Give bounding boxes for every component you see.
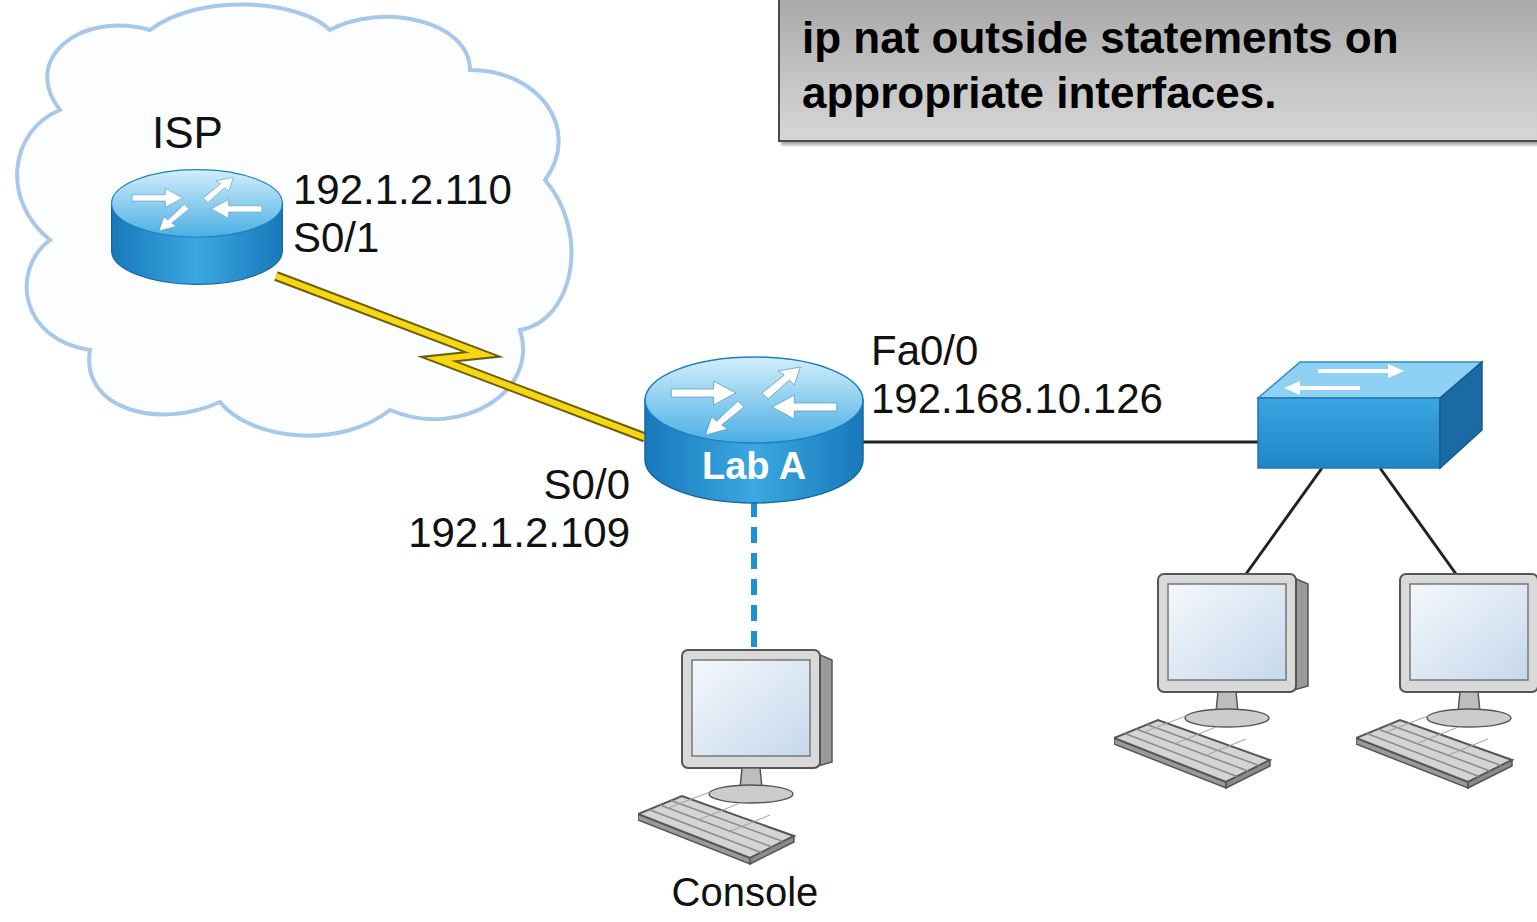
- host-pc: [1114, 574, 1308, 788]
- ethernet-link: [862, 441, 1258, 444]
- console-station: Console: [630, 646, 860, 918]
- device-label: Console: [630, 870, 860, 914]
- isp-router: ISP192.1.2.110 S0/1: [110, 168, 284, 286]
- router-name: ISP: [152, 108, 223, 159]
- console-pc: [638, 650, 832, 864]
- router-icon: [110, 168, 284, 286]
- switch-icon: [1258, 362, 1482, 468]
- ethernet-link: [1246, 468, 1322, 574]
- isp-cloud: [17, 4, 571, 435]
- note-box: ip nat outside statements on appropriate…: [778, 0, 1537, 142]
- note-text: ip nat outside statements on appropriate…: [780, 0, 1537, 132]
- serial-link-outline: [276, 276, 645, 438]
- router-name: Lab A: [643, 445, 865, 489]
- interface-label: 192.1.2.110 S0/1: [293, 166, 512, 263]
- console-cable: [754, 501, 755, 648]
- interface-label: Fa0/0 192.168.10.126: [871, 327, 1163, 424]
- interface-label: S0/0 192.1.2.109: [408, 461, 630, 558]
- host-pc: [1356, 574, 1537, 788]
- console-cable: [751, 501, 757, 648]
- serial-link: [276, 276, 645, 438]
- serial-link: [276, 276, 645, 438]
- ethernet-link: [1380, 468, 1456, 574]
- lab-router: Lab AFa0/0 192.168.10.126S0/0 192.1.2.10…: [643, 355, 865, 505]
